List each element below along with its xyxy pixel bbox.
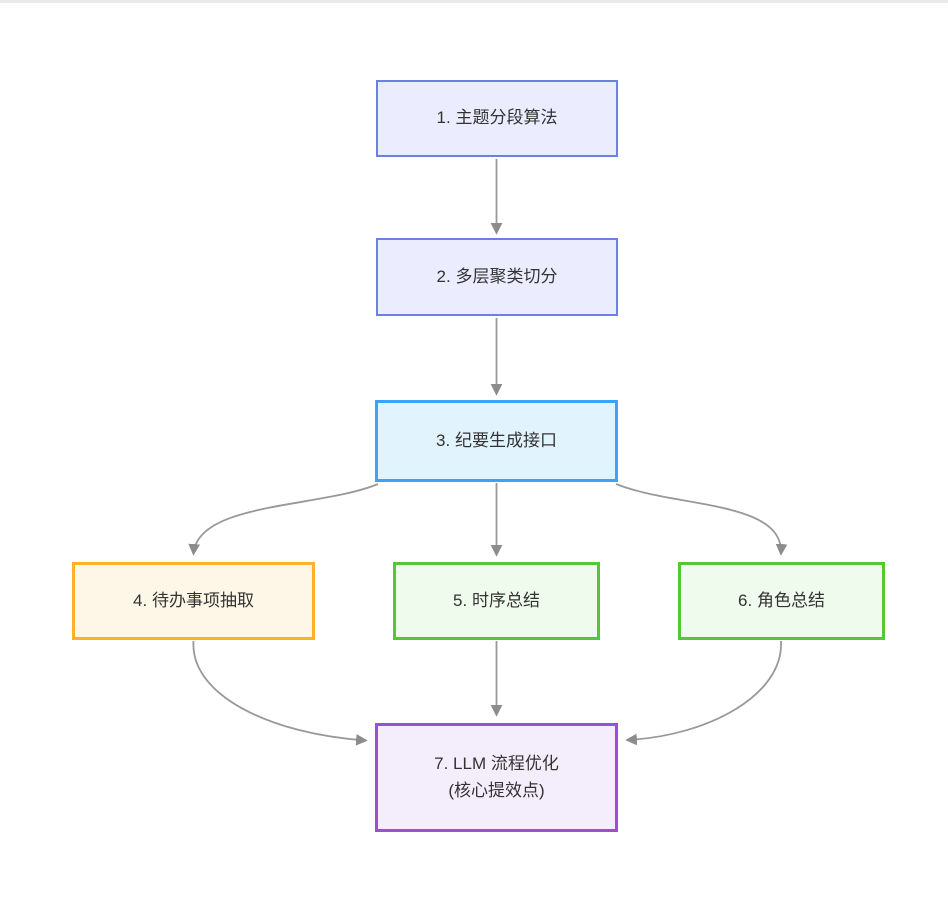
- edge-4-to-7: [192, 640, 368, 746]
- edge-3-to-4: [188, 483, 379, 556]
- edge-6-to-7: [625, 640, 782, 746]
- window-top-edge: [0, 0, 948, 3]
- node-topic-segmentation: 1. 主题分段算法: [376, 80, 618, 157]
- node-label: 7. LLM 流程优化: [434, 754, 559, 774]
- node-label: 4. 待办事项抽取: [133, 590, 254, 610]
- node-minutes-generation-api: 3. 纪要生成接口: [375, 400, 618, 482]
- node-label: 6. 角色总结: [738, 590, 825, 610]
- node-temporal-summary: 5. 时序总结: [393, 562, 600, 640]
- edge-3-to-6: [615, 483, 788, 556]
- node-multilayer-clustering: 2. 多层聚类切分: [376, 238, 618, 316]
- node-label: 5. 时序总结: [453, 590, 540, 610]
- node-label: 3. 纪要生成接口: [436, 430, 557, 450]
- node-label: 1. 主题分段算法: [436, 108, 558, 128]
- node-sublabel: (核心提效点): [448, 780, 545, 800]
- node-llm-process-optimization: 7. LLM 流程优化 (核心提效点): [375, 723, 618, 832]
- node-todo-extraction: 4. 待办事项抽取: [72, 562, 315, 640]
- node-role-summary: 6. 角色总结: [678, 562, 885, 640]
- node-label: 2. 多层聚类切分: [436, 266, 558, 286]
